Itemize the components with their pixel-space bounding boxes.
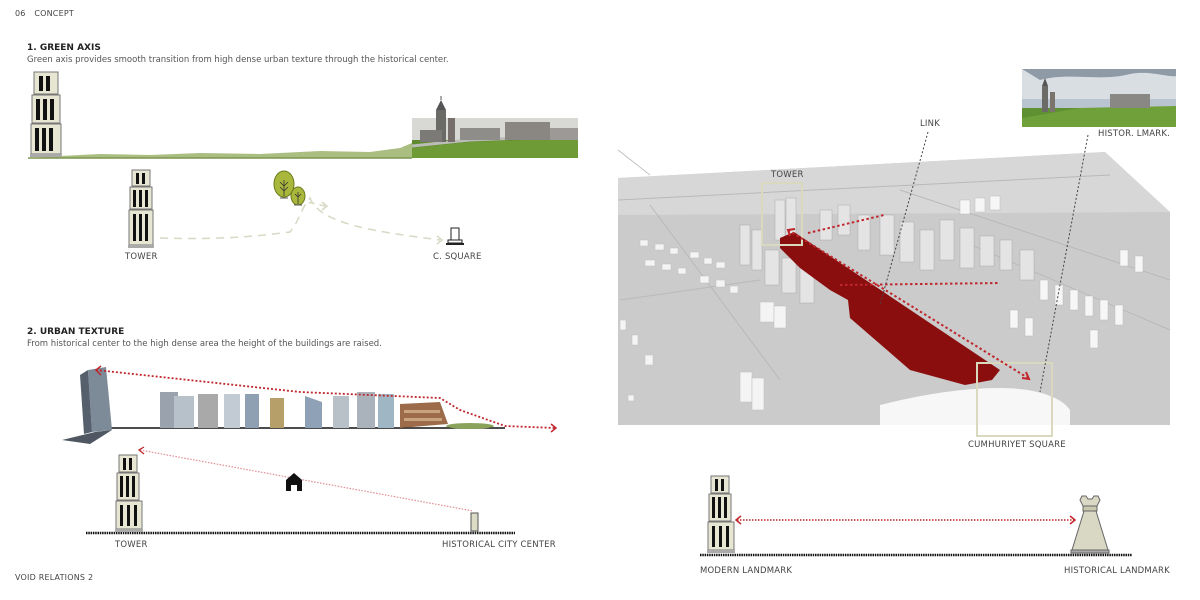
monument-icon	[446, 227, 464, 245]
square-highlight-frame	[976, 362, 1053, 437]
square-label: C. SQUARE	[433, 252, 482, 262]
green-axis-description: Green axis provides smooth transition fr…	[27, 55, 449, 65]
modern-landmark-label: MODERN LANDMARK	[700, 566, 793, 576]
page-footer: VOID RELATIONS 2	[15, 573, 94, 582]
house-icon	[286, 473, 302, 491]
historical-landmark-bottom-label: HISTORICAL LANDMARK	[1064, 566, 1170, 576]
urban-texture-diagram	[86, 446, 515, 535]
page-header: 06 CONCEPT	[15, 9, 74, 18]
historical-center-photo	[411, 96, 578, 158]
tower-highlight-frame	[761, 182, 803, 246]
urban-texture-title: 2. URBAN TEXTURE	[27, 327, 125, 337]
section-title: CONCEPT	[34, 9, 74, 18]
tower-label: TOWER	[115, 540, 148, 550]
historical-center-label: HISTORICAL CITY CENTER	[442, 540, 556, 550]
tower-label: TOWER	[125, 252, 158, 262]
tower-icon	[115, 454, 143, 532]
map-tower-label: TOWER	[771, 170, 804, 180]
urban-texture-description: From historical center to the high dense…	[27, 339, 382, 349]
tree-icon	[290, 186, 306, 206]
tower-icon	[707, 475, 735, 553]
page-number: 06	[15, 9, 26, 18]
green-axis-title: 1. GREEN AXIS	[27, 43, 101, 53]
rook-icon	[1070, 495, 1110, 554]
landmark-relation-diagram	[700, 475, 1132, 557]
green-axis-panorama	[28, 71, 578, 159]
tower-icon	[30, 71, 62, 157]
green-axis-void	[780, 232, 1000, 385]
historical-landmark-photo	[1022, 69, 1176, 127]
historical-landmark-label: HISTOR. LMARK.	[1098, 129, 1171, 139]
column-icon	[470, 512, 479, 532]
link-label: LINK	[920, 119, 940, 129]
green-axis-path-diagram	[128, 169, 464, 248]
tree-icon	[273, 170, 295, 199]
urban-3d-map	[617, 69, 1176, 437]
cumhuriyet-square-label: CUMHURIYET SQUARE	[968, 440, 1066, 450]
tower-icon	[128, 169, 154, 248]
building-photos	[160, 392, 494, 429]
urban-texture-skyline	[62, 365, 558, 444]
